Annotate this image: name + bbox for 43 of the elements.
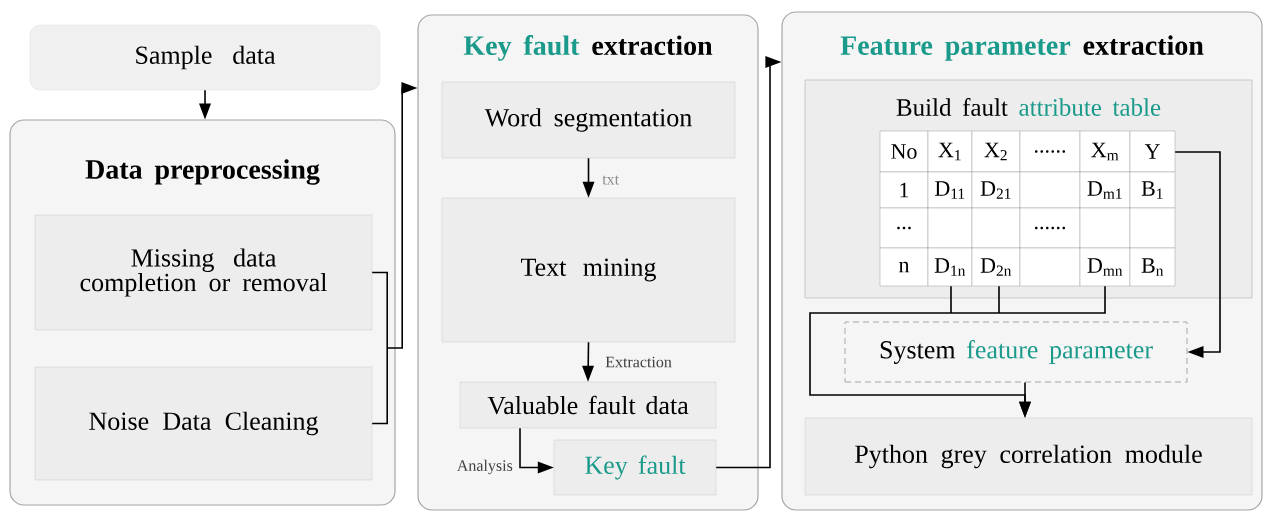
table-cell: D$_{1n}$ bbox=[927, 247, 973, 287]
process-box: Sample data bbox=[29, 24, 381, 91]
arrow bbox=[199, 89, 211, 120]
arrow bbox=[1019, 381, 1031, 418]
table-cell: D$_{21}$ bbox=[971, 171, 1021, 209]
arrow bbox=[715, 56, 782, 469]
edge-label: Extraction bbox=[605, 356, 672, 368]
process-box: Noise Data Cleaning bbox=[34, 366, 373, 481]
table-cell: ...... bbox=[1019, 207, 1081, 249]
process-box: Text mining bbox=[441, 197, 736, 343]
panel-heading: Key fault extraction bbox=[463, 35, 713, 61]
arrow bbox=[519, 427, 554, 474]
table-cell: B$_{1}$ bbox=[1129, 171, 1176, 209]
dashed-box: System feature parameter bbox=[844, 321, 1188, 383]
table-cell: No bbox=[879, 130, 929, 173]
table-cell: ... bbox=[879, 207, 929, 249]
table-cell: ...... bbox=[1019, 130, 1081, 173]
process-box: Python grey correlation module bbox=[804, 417, 1253, 496]
table-cell: Y bbox=[1129, 130, 1176, 173]
process-box: Word segmentation bbox=[441, 81, 736, 159]
panel-heading: Feature parameter extraction bbox=[840, 35, 1204, 61]
arrow bbox=[371, 82, 418, 425]
table-cell: D$_{m1}$ bbox=[1079, 171, 1131, 209]
table-cell: X$_{2}$ bbox=[971, 130, 1021, 173]
arrow bbox=[1174, 151, 1221, 358]
process-box: Valuable fault data bbox=[459, 381, 717, 429]
process-box: Key fault bbox=[553, 439, 717, 496]
panel-heading: Build fault attribute table bbox=[896, 98, 1161, 116]
table-cell: X$_{1}$ bbox=[927, 130, 973, 173]
table-cell: D$_{2n}$ bbox=[971, 247, 1021, 287]
table-cell: D$_{mn}$ bbox=[1079, 247, 1131, 287]
table-cell: D$_{11}$ bbox=[927, 171, 973, 209]
table-cell: X$_{m}$ bbox=[1079, 130, 1131, 173]
attribute-table bbox=[879, 130, 1176, 287]
edge-label: Analysis bbox=[456, 459, 513, 475]
table-cell: 1 bbox=[879, 171, 929, 209]
table-cell: n bbox=[879, 247, 929, 287]
arrow bbox=[582, 157, 595, 198]
process-box: Missing data completion or removal bbox=[34, 214, 373, 331]
edge-label: txt bbox=[602, 175, 619, 185]
table-cell: B$_{n}$ bbox=[1129, 247, 1176, 287]
panel-heading: Data preprocessing bbox=[85, 159, 320, 185]
arrow bbox=[582, 341, 594, 382]
